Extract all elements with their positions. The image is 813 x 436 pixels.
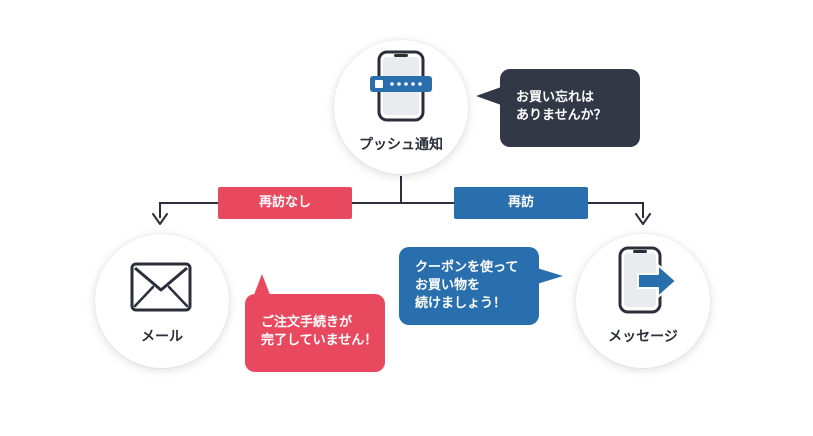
mail-bubble-line: ご注文手続きが (261, 315, 353, 330)
revisit-tag: 再訪 (454, 187, 588, 219)
push-bubble-line: お買い忘れは (516, 90, 595, 105)
mail-bubble-line: 完了していません！ (261, 333, 378, 348)
envelope-icon (130, 262, 192, 312)
arrow-left-head (152, 213, 168, 225)
mail-bubble-tail (252, 274, 272, 300)
push-bubble-line: ありませんか？ (516, 108, 607, 123)
mail-node: メール (95, 234, 229, 368)
arrow-right-head (635, 213, 651, 225)
message-bubble: クーポンを使って お買い物を 続けましょう！ (399, 247, 539, 325)
smartphone-arrow-icon (618, 246, 677, 314)
push-notification-node: プッシュ通知 (334, 40, 468, 174)
push-notification-label: プッシュ通知 (359, 137, 443, 153)
message-bubble-line: お買い物を (415, 278, 481, 293)
message-label: メッセージ (608, 329, 678, 345)
message-node: メッセージ (576, 234, 710, 368)
no-revisit-tag: 再訪なし (218, 187, 352, 219)
message-bubble-line: クーポンを使って (415, 260, 519, 275)
push-bubble: お買い忘れは ありませんか？ (500, 69, 640, 147)
mail-bubble: ご注文手続きが 完了していません！ (245, 294, 385, 372)
mail-label: メール (141, 329, 183, 345)
push-bubble-tail (476, 86, 504, 106)
message-bubble-tail (537, 268, 563, 284)
smartphone-notification-icon (370, 50, 432, 122)
message-bubble-line: 続けましょう！ (415, 296, 507, 311)
